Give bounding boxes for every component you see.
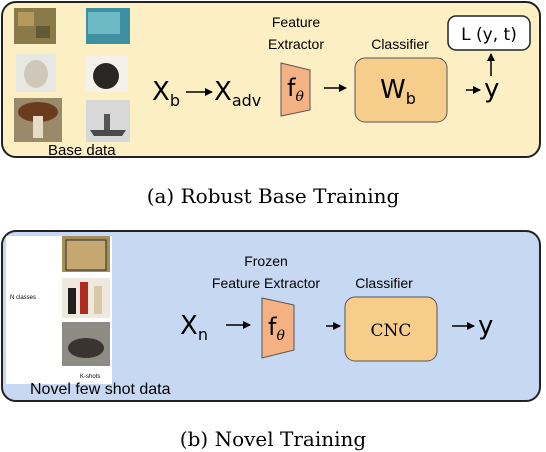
image-cat-detail (18, 12, 34, 26)
caption-a: (a) Robust Base Training (147, 184, 400, 208)
k-shots-label: K-shots (80, 374, 100, 380)
image-vase-3 (94, 286, 102, 314)
novel-few-shot-label: Novel few shot data (30, 381, 171, 398)
feature-extractor-f-theta: fθ (287, 74, 304, 105)
output-y-b: y (478, 311, 493, 341)
classifier-title-b: Classifier (355, 275, 413, 291)
image-ship-hull (90, 130, 126, 136)
input-x-adv: Xadv (214, 77, 261, 110)
cnc-box (344, 296, 438, 362)
output-y-a: y (484, 74, 499, 104)
image-vase-1 (68, 288, 76, 314)
caption-b: (b) Novel Training (180, 427, 367, 451)
loss-box (447, 15, 531, 51)
frozen-extractor-f-theta: fθ (268, 313, 285, 344)
loss-label: L (y, t) (461, 25, 517, 45)
image-turtle-detail (88, 12, 120, 34)
base-data-images (14, 8, 130, 142)
image-cat-detail-2 (36, 26, 50, 38)
image-mushroom-stem (33, 116, 43, 138)
feature-extractor-title-line2: Extractor (268, 36, 324, 52)
classifier-title: Classifier (371, 36, 429, 52)
input-x-b: Xb (152, 77, 180, 110)
classifier-wb-box (354, 57, 448, 123)
feature-extractor-title-line1: Feature (272, 14, 320, 30)
image-ship-mast (104, 114, 110, 130)
classifier-wb-label: Wb (380, 75, 416, 108)
frozen-extractor-shape (261, 297, 295, 359)
image-cougar-detail (65, 239, 107, 271)
image-vase-2 (80, 282, 88, 314)
input-x-n: Xn (180, 311, 208, 344)
image-dog-white-detail (24, 60, 48, 88)
cnc-label: CNC (371, 321, 412, 341)
feature-extractor-shape (280, 62, 311, 117)
image-dog-black-detail (93, 63, 119, 89)
frozen-title-line1: Frozen (244, 253, 288, 269)
base-data-label: Base data (48, 142, 116, 159)
image-mushroom-cap (18, 102, 58, 122)
n-classes-label: N classes (10, 295, 36, 301)
frozen-title-line2: Feature Extractor (212, 275, 320, 291)
image-ferret-detail (68, 338, 104, 358)
